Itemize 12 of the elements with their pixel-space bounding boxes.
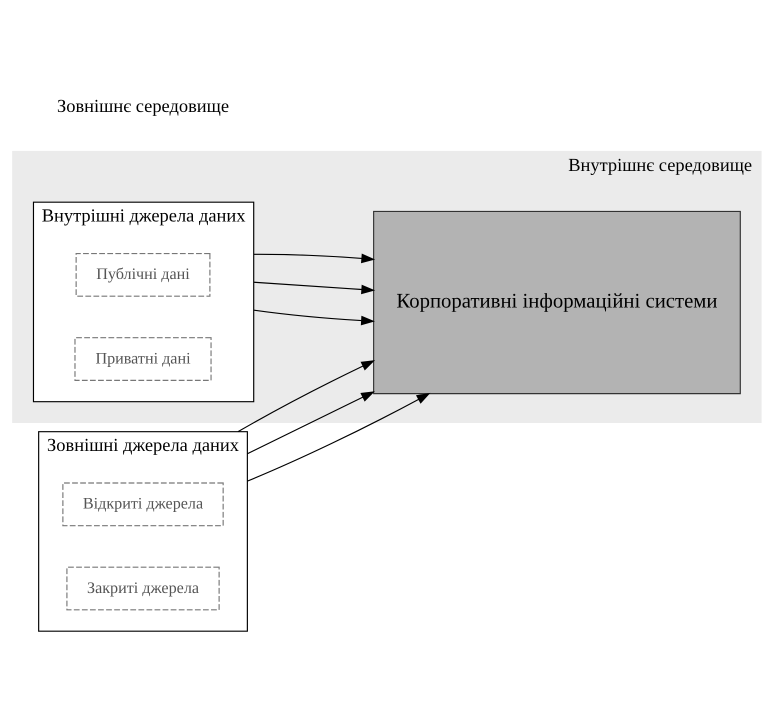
arrow — [247, 391, 375, 454]
node-box: Корпоративні інформаційні системи — [373, 210, 741, 394]
label: Зовнішнє середовище — [56, 96, 230, 116]
arrow — [254, 254, 376, 264]
arrow — [254, 282, 376, 294]
node-box: Закриті джерела — [66, 566, 220, 610]
node-box: Приватні дані — [74, 337, 212, 381]
arrow — [254, 310, 375, 326]
node-box: Відкриті джерела — [62, 482, 224, 526]
node-box: Публічні дані — [76, 252, 210, 297]
arrow — [247, 392, 430, 482]
arrow — [238, 360, 376, 432]
